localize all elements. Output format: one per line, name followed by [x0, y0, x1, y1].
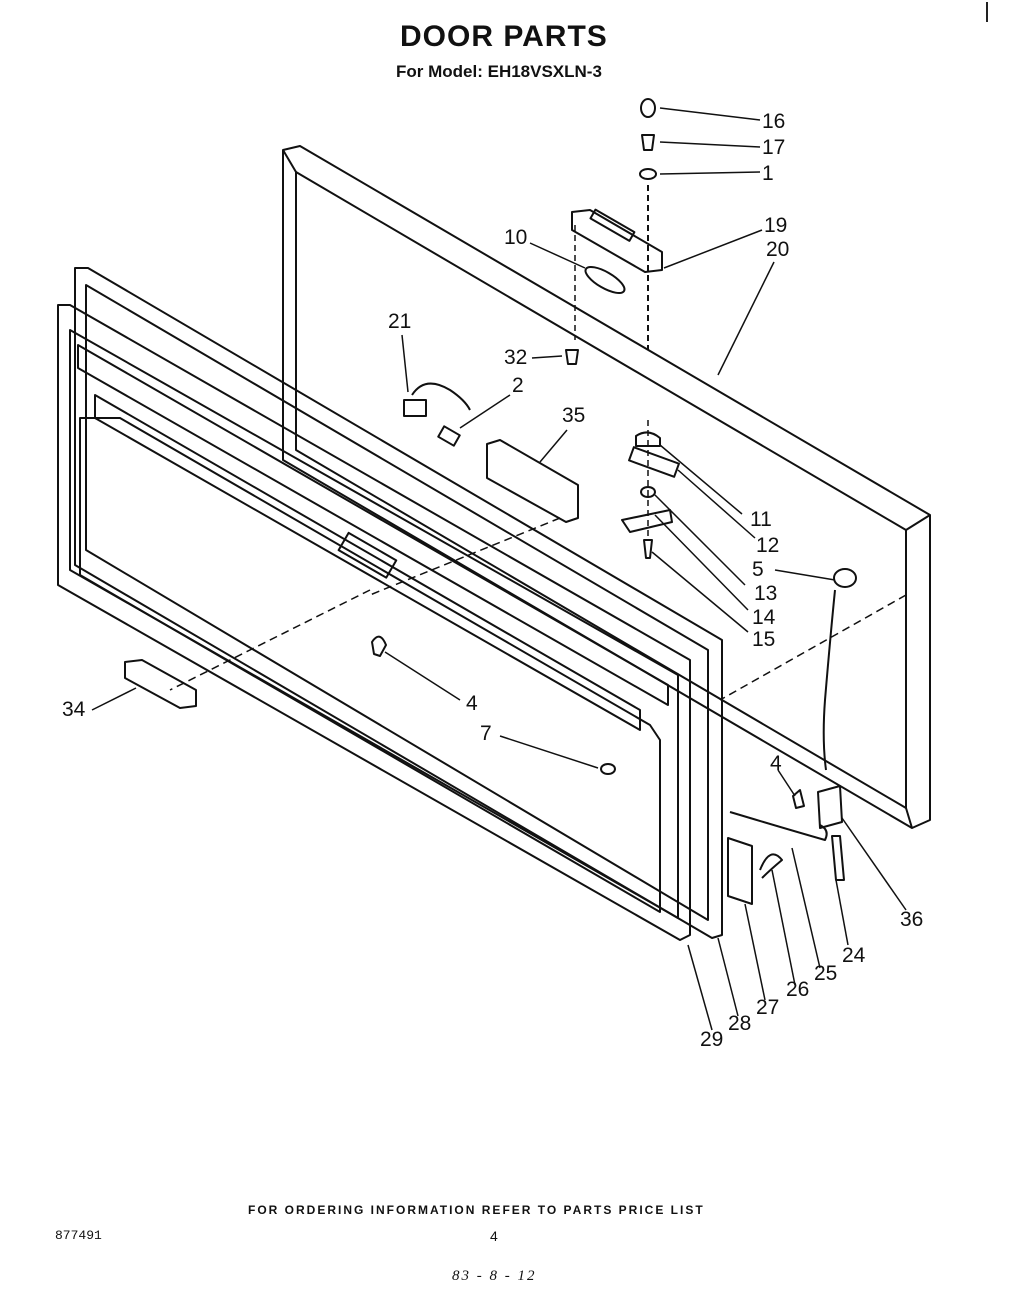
light-switch-assembly [403, 382, 471, 447]
callout-4b: 4 [770, 752, 782, 775]
callout-7: 7 [480, 722, 492, 745]
callout-13: 13 [754, 582, 777, 605]
hinge-bracket [571, 208, 663, 273]
bottom-hinge-assembly [727, 785, 845, 905]
callout-19: 19 [764, 214, 787, 237]
callout-15: 15 [752, 628, 775, 651]
callout-27: 27 [756, 996, 779, 1019]
callout-4: 4 [466, 692, 478, 715]
heater-wire [822, 589, 836, 771]
callout-5: 5 [752, 558, 764, 581]
callout-11: 11 [750, 508, 772, 531]
page-title: DOOR PARTS [400, 20, 608, 53]
light-shield [486, 439, 579, 523]
callout-17: 17 [762, 136, 785, 159]
callout-1: 1 [762, 162, 774, 185]
callout-labels: 16 17 1 19 10 20 21 32 2 35 11 12 5 13 1… [62, 110, 923, 1051]
light-bulb [833, 568, 857, 588]
page-number: 4 [490, 1228, 498, 1244]
door-liner-frame [74, 267, 723, 939]
screw-upper [371, 635, 387, 657]
callout-24: 24 [842, 944, 866, 967]
callout-26: 26 [786, 978, 809, 1001]
callout-34: 34 [62, 698, 86, 721]
plug [565, 349, 579, 365]
callout-21: 21 [388, 310, 411, 333]
date-code: 83 - 8 - 12 [452, 1268, 537, 1284]
hinge-gasket [584, 266, 626, 294]
model-subtitle: For Model: EH18VSXLN-3 [396, 62, 602, 81]
margin-mark [986, 2, 988, 22]
door-handle [124, 659, 197, 709]
callout-20: 20 [766, 238, 789, 261]
inner-breaker-frame [57, 304, 691, 941]
callout-14: 14 [752, 606, 776, 629]
document-number: 877491 [55, 1228, 102, 1243]
lower-hinge-parts [621, 431, 680, 559]
callout-10: 10 [504, 226, 527, 249]
callout-2: 2 [512, 374, 524, 397]
screw-lower [600, 763, 616, 775]
callout-32: 32 [504, 346, 527, 369]
callout-12: 12 [756, 534, 779, 557]
callout-36: 36 [900, 908, 923, 931]
hinge-pin-stack [639, 98, 657, 350]
screw-right [792, 789, 805, 809]
outer-door-panel [282, 145, 931, 829]
handle-recess [337, 531, 398, 579]
ordering-note: FOR ORDERING INFORMATION REFER TO PARTS … [248, 1203, 705, 1217]
callout-16: 16 [762, 110, 785, 133]
callout-25: 25 [814, 962, 837, 985]
callout-29: 29 [700, 1028, 723, 1051]
callout-35: 35 [562, 404, 585, 427]
callout-28: 28 [728, 1012, 751, 1035]
